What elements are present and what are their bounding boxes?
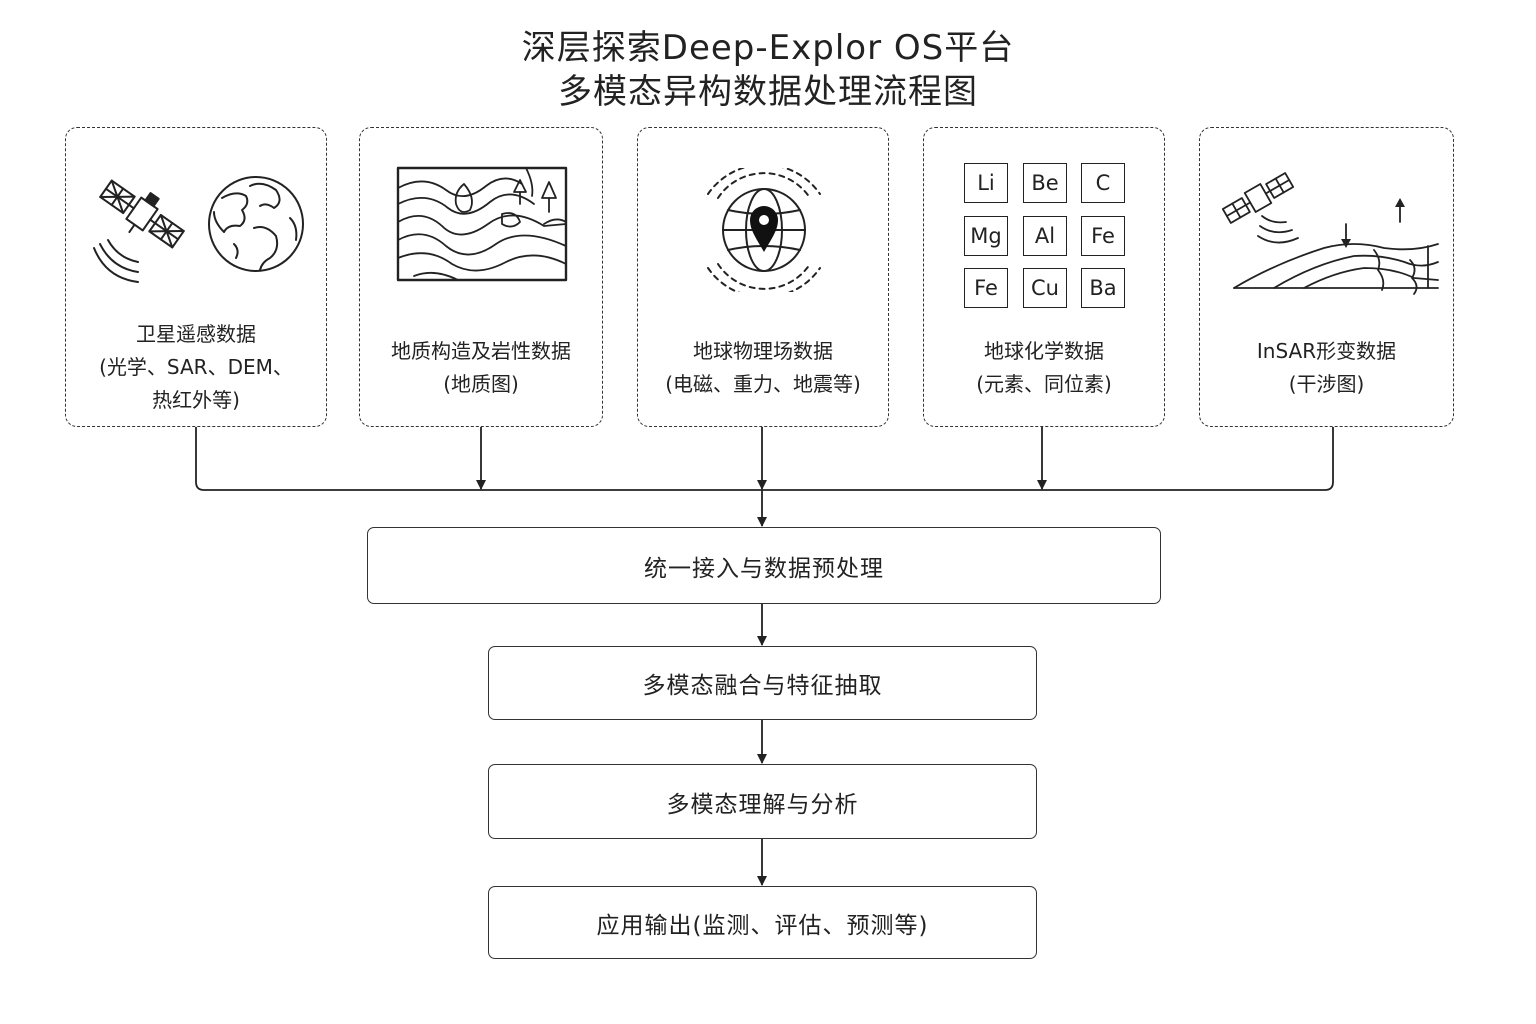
source-insar: InSAR形变数据 (干涉图)	[1199, 127, 1454, 427]
element-tile: Al	[1023, 216, 1067, 256]
element-tile: Cu	[1023, 268, 1067, 308]
source-label-line1: 地质构造及岩性数据	[391, 339, 571, 363]
source-geophysics: 地球物理场数据 (电磁、重力、地震等)	[637, 127, 889, 427]
source-label-line1: 地球物理场数据	[693, 339, 833, 363]
insar-satellite-deformation-icon	[1221, 172, 1439, 295]
source-remote-sensing: 卫星遥感数据 (光学、SAR、DEM、 热红外等)	[65, 127, 327, 427]
globe-location-pin-icon	[707, 168, 821, 292]
source-label-line2: (元素、同位素)	[976, 372, 1112, 396]
geologic-map-icon	[396, 166, 568, 282]
source-label-line2: (干涉图)	[1288, 372, 1365, 396]
source-geochemistry: Li Be C Mg Al Fe Fe Cu Ba 地球化学数据 (元素、同位素…	[923, 127, 1165, 427]
stage-preprocessing: 统一接入与数据预处理	[367, 527, 1161, 604]
bus-line	[195, 427, 1334, 491]
element-tile: Fe	[964, 268, 1008, 308]
diagram-title-line2: 多模态异构数据处理流程图	[558, 72, 978, 112]
stage-fusion: 多模态融合与特征抽取	[488, 646, 1037, 720]
source-label-line1: 地球化学数据	[984, 339, 1104, 363]
source-label-line2: (地质图)	[443, 372, 519, 396]
element-tile: Mg	[964, 216, 1008, 256]
source-label-line1: InSAR形变数据	[1256, 339, 1397, 363]
element-tile: Ba	[1081, 268, 1125, 308]
element-tile: Be	[1023, 163, 1067, 203]
source-geology: 地质构造及岩性数据 (地质图)	[359, 127, 603, 427]
satellite-and-globe-icon	[93, 176, 304, 283]
source-label-line2: (电磁、重力、地震等)	[665, 372, 861, 396]
element-tile: C	[1081, 163, 1125, 203]
stage-understanding: 多模态理解与分析	[488, 764, 1037, 839]
source-label-line1: 卫星遥感数据	[136, 322, 256, 346]
element-tile: Li	[964, 163, 1008, 203]
source-label-line2: (光学、SAR、DEM、	[99, 355, 293, 379]
element-tile: Fe	[1081, 216, 1125, 256]
source-label-line3: 热红外等)	[152, 388, 240, 412]
diagram-title-line1: 深层探索Deep-Explor OS平台	[521, 28, 1015, 68]
stage-application-output: 应用输出(监测、评估、预测等)	[488, 886, 1037, 959]
periodic-elements-icon: Li Be C Mg Al Fe Fe Cu Ba	[962, 161, 1128, 309]
